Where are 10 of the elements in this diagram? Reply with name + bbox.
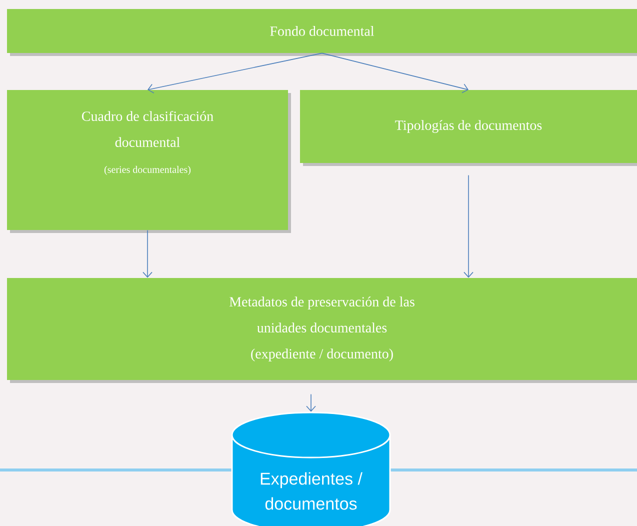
database-cylinder: Expedientes / documentos [231, 412, 391, 526]
arrow [148, 52, 322, 94]
process-box: Cuadro de clasificación documental (series documentales) [7, 90, 291, 233]
arrow [322, 52, 468, 94]
process-box: Tipologías de documentos [300, 90, 637, 166]
arrow [464, 174, 474, 278]
process-box: Fondo documental [7, 9, 637, 56]
arrow [306, 394, 316, 412]
arrow [142, 230, 152, 278]
process-box: Metadatos de preservación de las unidades documentales (expediente / documento) [7, 278, 637, 383]
